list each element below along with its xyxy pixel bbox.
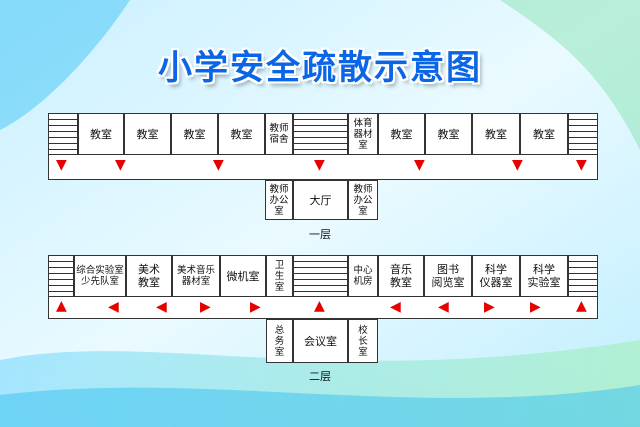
floor2-stair-right [568, 255, 598, 297]
floor2-principal-office: 校 长 室 [348, 319, 378, 363]
floor1-teacher-dorm: 教师 宿舍 [265, 113, 293, 155]
floor2-arrow-7: ◀ [390, 299, 401, 315]
floor1-teacher-office-right: 教师 办公 室 [348, 180, 378, 220]
floor1-arrow-6: ▼ [512, 157, 523, 173]
floor1-arrow-5: ▼ [414, 157, 425, 173]
floor1-classroom-2: 教室 [124, 113, 171, 155]
floor2-arrow-2: ◀ [108, 299, 119, 315]
floor1-classroom-3: 教室 [171, 113, 218, 155]
floor1-teacher-office-left: 教师 办公 室 [265, 180, 293, 220]
floor2-arrow-8: ◀ [438, 299, 449, 315]
floor2-science-instrument-room: 科学 仪器室 [472, 255, 520, 297]
floor2-library-reading-room: 图书 阅览室 [424, 255, 472, 297]
floor2-arrow-5: ▶ [250, 299, 261, 315]
floor1-sports-equipment-room: 体育 器材 室 [348, 113, 378, 155]
floor2-arrow-1: ▲ [56, 298, 67, 314]
floor1-arrow-4: ▼ [314, 157, 325, 173]
floor2-music-classroom: 音乐 教室 [378, 255, 424, 297]
floor1-hall: 大厅 [293, 180, 348, 220]
floor2-central-server-room: 中心 机房 [348, 255, 378, 297]
floor2-arrow-9: ▶ [484, 299, 495, 315]
floor2-stair-left [48, 255, 74, 297]
floor2-arrow-3: ◀ [156, 299, 167, 315]
floor1-label: 一层 [309, 228, 331, 241]
floor2-stair-center [293, 255, 348, 297]
page-title: 小学安全疏散示意图 [158, 48, 482, 88]
floor1-stair-left [48, 113, 78, 155]
floor2-arrow-4: ▶ [200, 299, 211, 315]
floor2-general-affairs-office: 总 务 室 [266, 319, 293, 363]
floor1-classroom-8: 教室 [520, 113, 568, 155]
floor2-label: 二层 [309, 370, 331, 383]
floor2-art-music-equipment-room: 美术音乐 器材室 [172, 255, 220, 297]
floor2-arrow-11: ▲ [576, 298, 587, 314]
floor1-classroom-7: 教室 [472, 113, 520, 155]
floor2-arrow-10: ▶ [530, 299, 541, 315]
floor2-art-classroom: 美术 教室 [126, 255, 172, 297]
floor1-arrow-3: ▼ [213, 157, 224, 173]
floor2-arrow-6: ▲ [314, 298, 325, 314]
floor1-arrow-1: ▼ [56, 157, 67, 173]
floor1-classroom-4: 教室 [218, 113, 265, 155]
floor1-classroom-5: 教室 [378, 113, 425, 155]
floor1-arrow-7: ▼ [576, 157, 587, 173]
floor2-computer-room: 微机室 [220, 255, 266, 297]
floor2-meeting-room: 会议室 [293, 319, 348, 363]
floor1-arrow-2: ▼ [115, 157, 126, 173]
floor1-stair-right [568, 113, 598, 155]
floor1-classroom-6: 教室 [425, 113, 472, 155]
floor2-lab-young-pioneers-room: 综合实验室 少先队室 [74, 255, 126, 297]
floor1-classroom-1: 教室 [78, 113, 124, 155]
floor1-stair-center [293, 113, 348, 155]
floor2-science-lab: 科学 实验室 [520, 255, 568, 297]
floor2-health-room: 卫 生 室 [266, 255, 293, 297]
